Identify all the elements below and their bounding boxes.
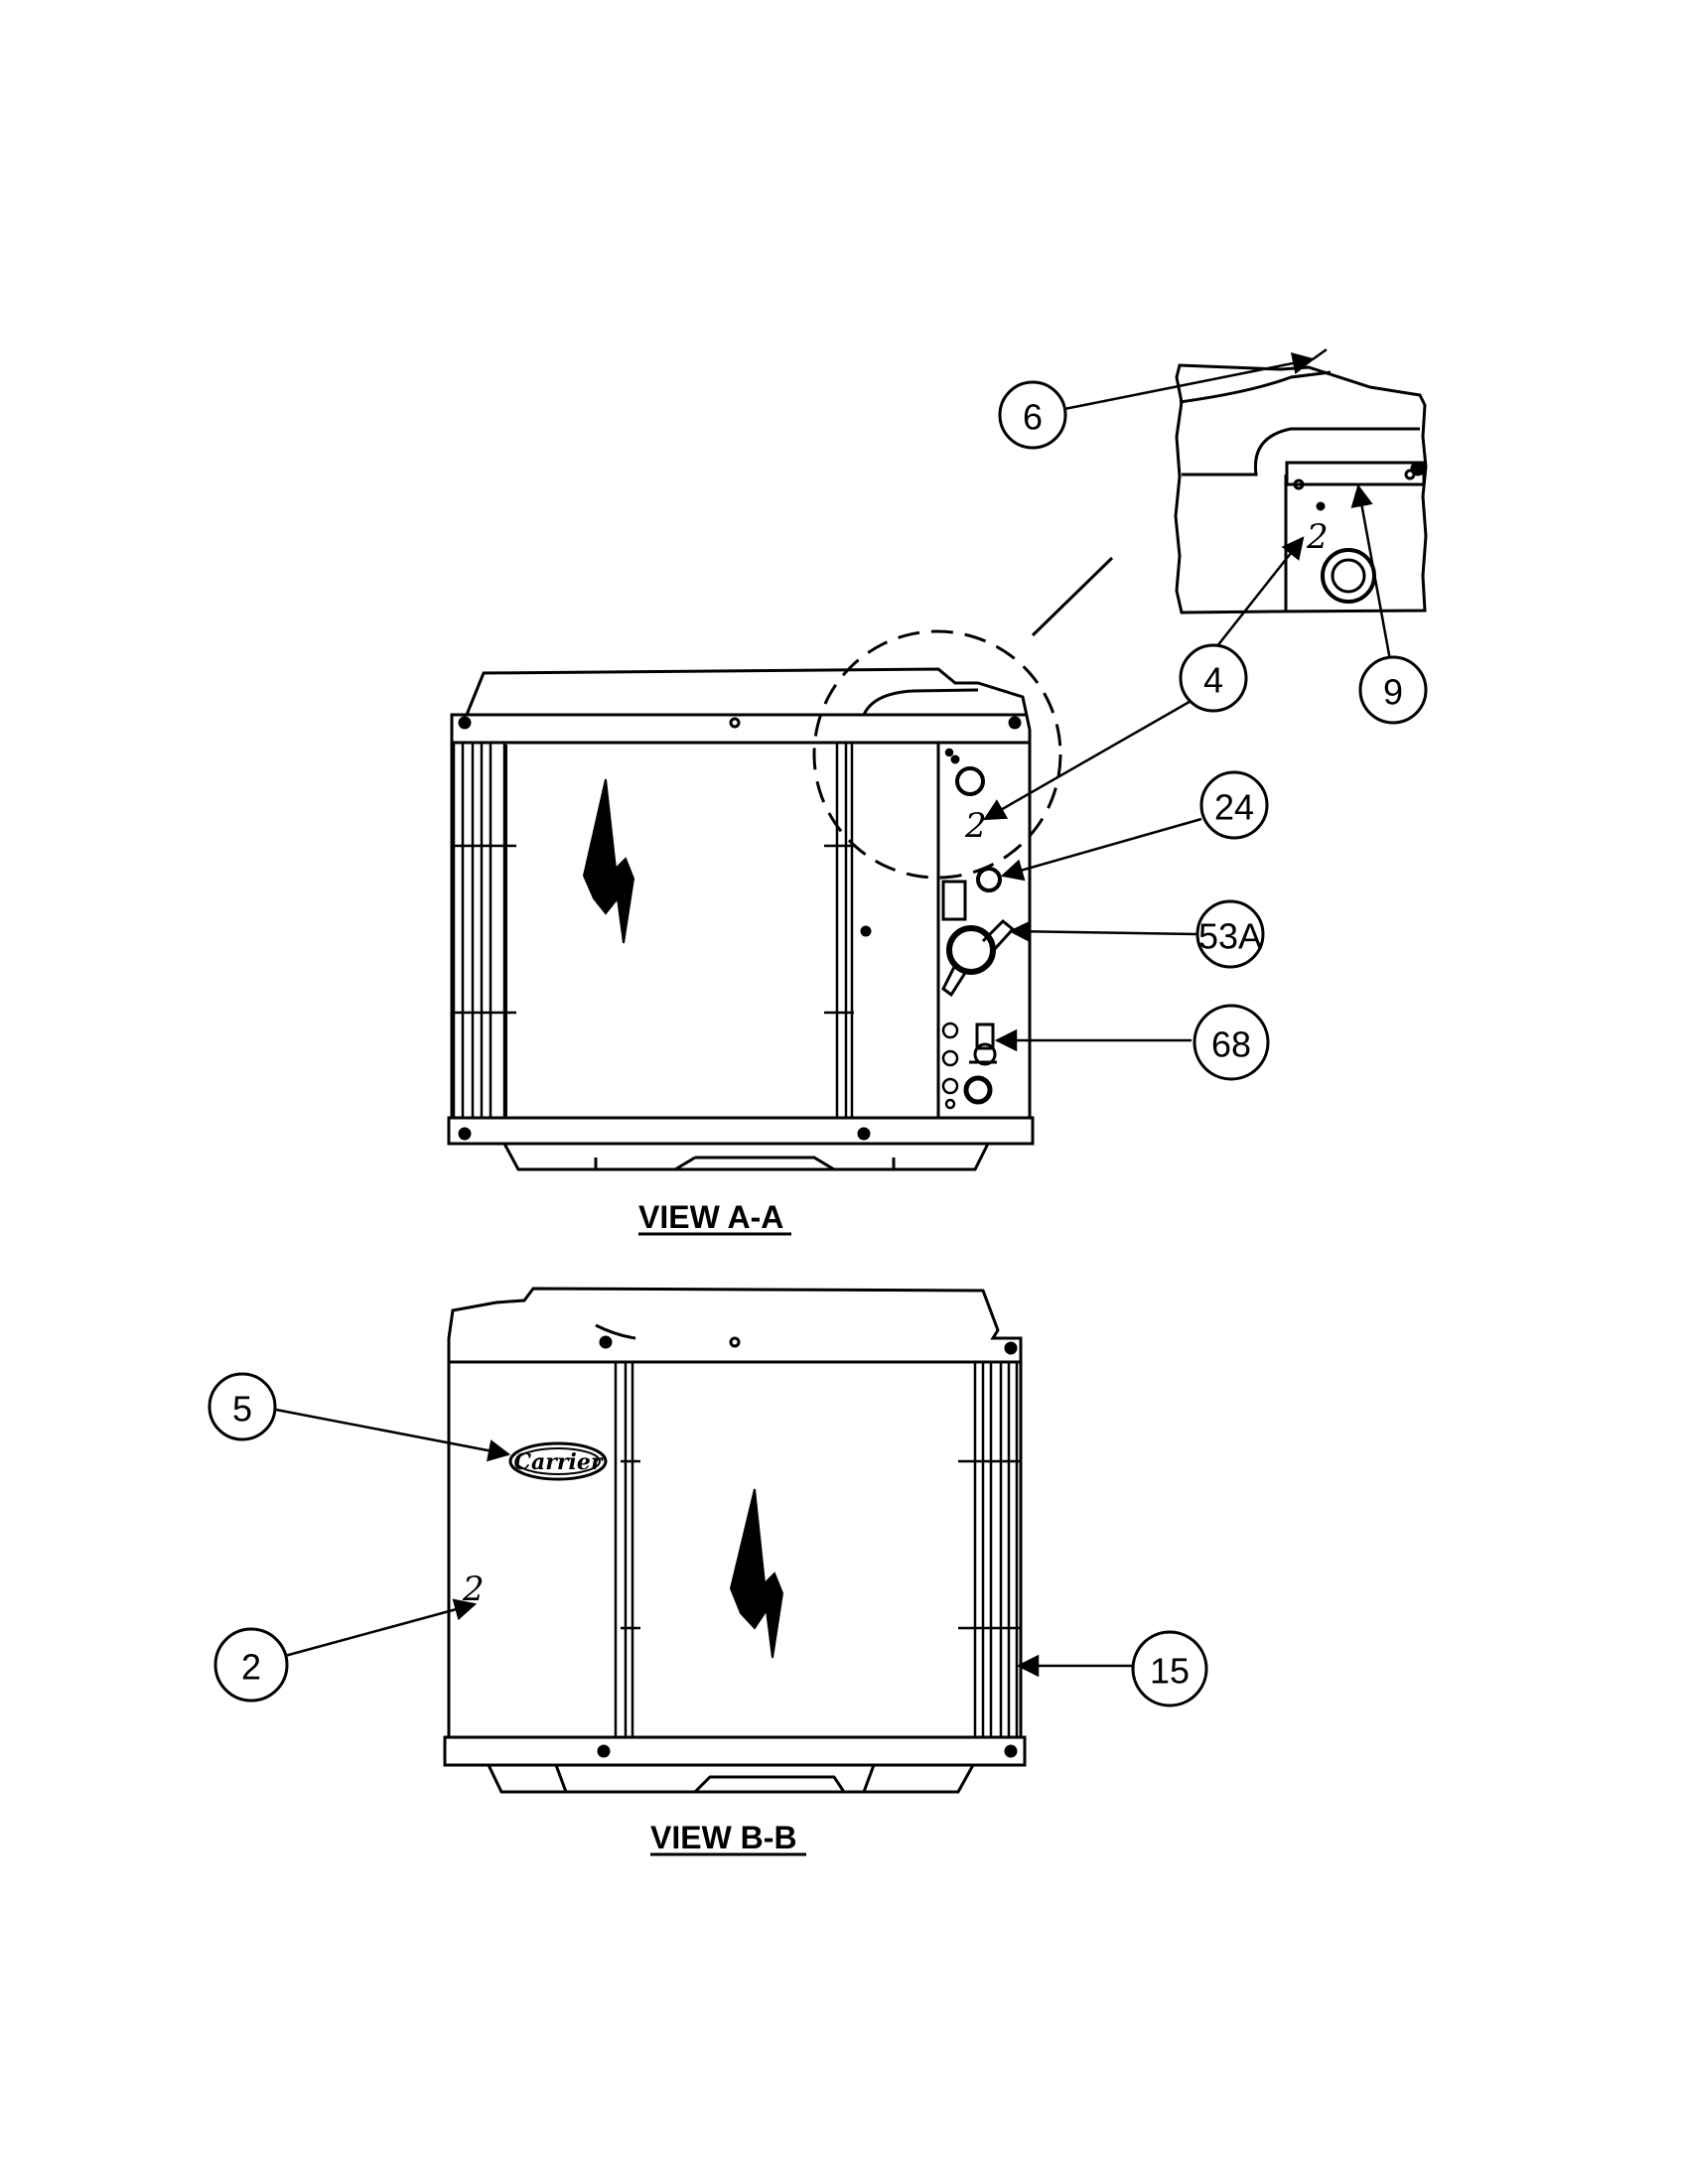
callout-68-label: 68	[1211, 1024, 1251, 1065]
callout-53a-leader	[1008, 920, 1197, 943]
view-b-grille-right	[958, 1362, 1021, 1737]
detail-torn-outline	[1174, 363, 1428, 614]
view-a-base-feet	[502, 1143, 990, 1171]
callout-24-bubble	[1199, 770, 1269, 840]
callout-9-leader	[1350, 483, 1392, 661]
view-a-liquid-valve	[941, 918, 1016, 998]
callout-4-leader-detail	[1215, 536, 1305, 648]
callout-9-bubble	[1358, 655, 1428, 725]
view-a-grille-right	[824, 743, 854, 1118]
view-a-coil-symbol	[582, 778, 635, 944]
view-b-title: VIEW B-B	[650, 1820, 797, 1855]
view-a-unit	[447, 667, 1035, 1171]
detail-reference-circle	[812, 629, 1062, 880]
view-b-base-rail	[443, 1735, 1027, 1767]
view-b-base-feet	[487, 1764, 975, 1794]
callout-5-leader	[275, 1408, 511, 1462]
callout-24-label: 24	[1214, 787, 1254, 828]
view-a-top-cap	[450, 667, 1032, 745]
callout-15-label: 15	[1150, 1651, 1190, 1692]
callout-5-bubble	[208, 1372, 277, 1441]
view-a-label-plate	[941, 880, 967, 921]
view-a-suction-valve	[963, 1023, 997, 1105]
detail-reference-leader	[1031, 556, 1114, 637]
view-b-grille-left	[614, 1362, 640, 1737]
detail-top-cap	[1179, 370, 1332, 404]
view-a-panel-mark: 2	[964, 806, 987, 846]
callout-2-label: 2	[241, 1647, 261, 1688]
view-a-grommet	[976, 867, 1002, 892]
callout-2-bubble	[213, 1627, 289, 1703]
view-b-logo-text: Carrier	[514, 1449, 604, 1475]
callout-53a-bubble	[1195, 899, 1265, 969]
view-b-panel-mark: 2	[462, 1570, 485, 1609]
view-a-service-port-top	[950, 754, 985, 796]
view-a-knockouts	[941, 748, 959, 1110]
callout-53a-label: 53A	[1198, 916, 1262, 957]
view-b-body	[447, 1360, 1023, 1739]
callout-4-leader-view-a	[983, 693, 1202, 821]
callout-4-bubble	[1179, 643, 1248, 713]
view-a-base-rail	[447, 1116, 1035, 1146]
callout-24-leader	[1000, 817, 1202, 882]
callout-6-leader	[1063, 351, 1316, 411]
callout-15-bubble	[1131, 1630, 1208, 1707]
detail-service-port	[1321, 548, 1376, 604]
detail-panel-band	[1285, 461, 1426, 486]
callout-6-label: 6	[1023, 397, 1043, 438]
view-a-title: VIEW A-A	[638, 1199, 783, 1235]
detail-panel-mark: 2	[1306, 517, 1329, 557]
view-b-coil-symbol	[729, 1488, 784, 1659]
callout-68-bubble	[1193, 1004, 1270, 1081]
view-b-top-cap	[447, 1287, 1023, 1364]
callout-4-label: 4	[1203, 660, 1223, 701]
view-b-unit	[443, 1287, 1027, 1794]
callout-2-leader	[284, 1598, 478, 1658]
callout-6-bubble	[998, 380, 1067, 450]
callout-5-label: 5	[232, 1389, 252, 1430]
detail-view	[1174, 363, 1428, 614]
callout-9-label: 9	[1383, 672, 1403, 713]
